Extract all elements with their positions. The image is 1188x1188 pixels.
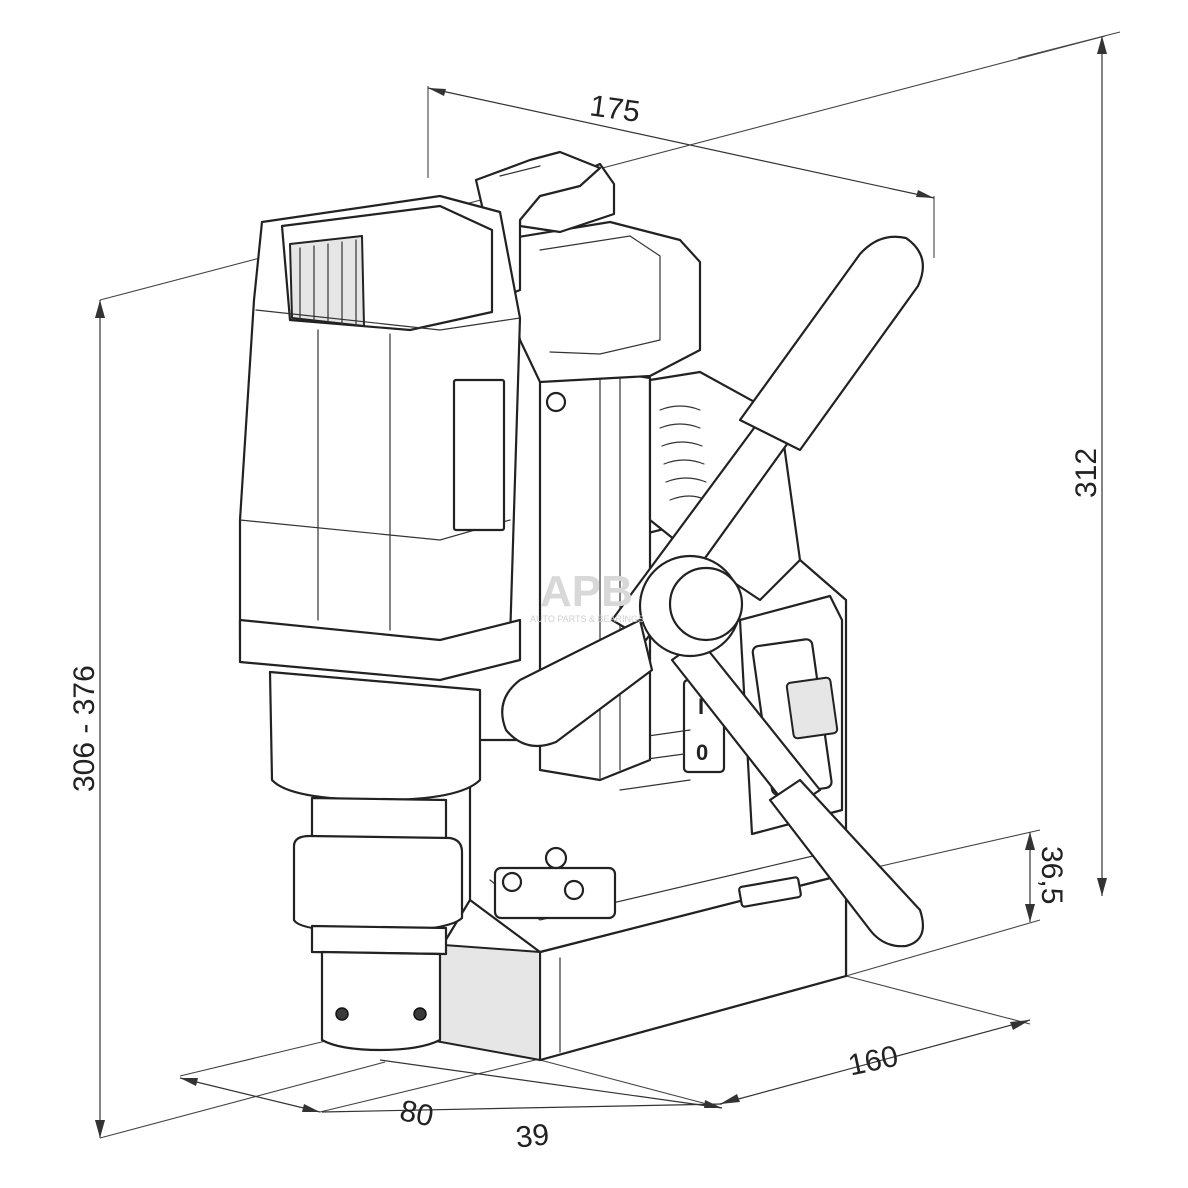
feed-handles: [501, 235, 924, 948]
arbor-chuck: [292, 834, 464, 1052]
gearbox: [498, 162, 702, 384]
dim-175-label: 175: [588, 89, 642, 129]
switch-off-mark: 0: [696, 740, 708, 765]
spindle-housing: [268, 670, 482, 854]
motor-housing: [238, 194, 522, 682]
dim-306-376-label: 306 - 376: [68, 665, 101, 792]
watermark: APB AUTO PARTS & BEARINGS: [530, 567, 644, 624]
motor-vents: [299, 239, 357, 327]
dim-80-label: 80: [397, 1094, 437, 1133]
dim-39-label: 39: [514, 1118, 551, 1154]
dimension-labels: 175 312 306 - 376 36,5 160 80 39: [68, 89, 1103, 1154]
dim-36-5-label: 36,5: [1035, 846, 1068, 904]
switch-on-mark: I: [698, 694, 704, 719]
dim-312-label: 312: [1070, 448, 1103, 498]
spring-coil: [659, 405, 707, 501]
watermark-logo: APB: [540, 567, 633, 616]
magnetic-base: [428, 858, 848, 1062]
drill-body: I 0: [238, 150, 924, 1062]
dim-160-label: 160: [845, 1040, 901, 1083]
watermark-tagline: AUTO PARTS & BEARINGS: [530, 614, 644, 624]
